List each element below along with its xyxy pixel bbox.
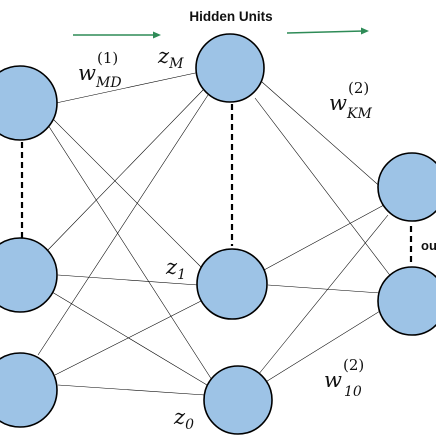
input-node-top <box>0 65 58 141</box>
arrow-right-icon <box>73 31 161 39</box>
edge-x-mid-to-z1 <box>57 274 199 286</box>
label-z-0: z0 <box>173 405 194 433</box>
edge-z1-to-y-bot <box>267 284 381 294</box>
svg-text:w: w <box>329 91 347 115</box>
input-node-bottom <box>0 352 58 428</box>
edge-x-top-to-zM <box>55 71 201 104</box>
svg-text:w: w <box>78 61 96 85</box>
edge-z0-to-y-top <box>257 214 389 376</box>
edge-x-bot-to-zM <box>37 94 209 356</box>
svg-text:MD: MD <box>95 75 122 91</box>
edge-z1-to-y-top <box>263 204 385 271</box>
hidden-node-zM <box>195 33 265 103</box>
edge-x-top-to-z0 <box>47 124 213 381</box>
hidden-node-z0 <box>203 365 273 435</box>
arrow-right-icon <box>286 27 369 35</box>
output-node-top <box>377 152 436 222</box>
edge-zM-to-y-bot <box>254 97 393 279</box>
edge-x-bot-to-z0 <box>57 384 206 396</box>
edge-x-bot-to-z1 <box>54 299 204 376</box>
svg-text:(2): (2) <box>348 79 369 97</box>
svg-text:(2): (2) <box>343 356 364 374</box>
output-label-partial: ou <box>421 238 436 253</box>
edge-zM-to-y-top <box>261 81 385 191</box>
label-z-1: z1 <box>165 255 186 283</box>
svg-text:KM: KM <box>346 106 372 122</box>
svg-text:w: w <box>324 368 342 392</box>
svg-text:10: 10 <box>344 384 362 400</box>
label-z-M: zM <box>157 44 184 72</box>
weight-label-w1-MD: w (1) MD <box>78 49 122 91</box>
weight-label-w2-KM: w (2) KM <box>329 79 372 122</box>
svg-text:(1): (1) <box>97 49 118 67</box>
hidden-units-title: Hidden Units <box>189 9 272 24</box>
edge-x-top-to-z1 <box>51 117 205 271</box>
edge-x-mid-to-zM <box>45 89 204 253</box>
output-node-bottom <box>377 266 436 336</box>
weight-label-w2-10: w (2) 10 <box>324 356 364 400</box>
input-node-middle <box>0 237 58 313</box>
hidden-node-z1 <box>196 248 268 320</box>
edge-x-mid-to-z0 <box>51 291 208 386</box>
edge-z0-to-y-bot <box>263 307 386 384</box>
connections <box>37 71 393 396</box>
